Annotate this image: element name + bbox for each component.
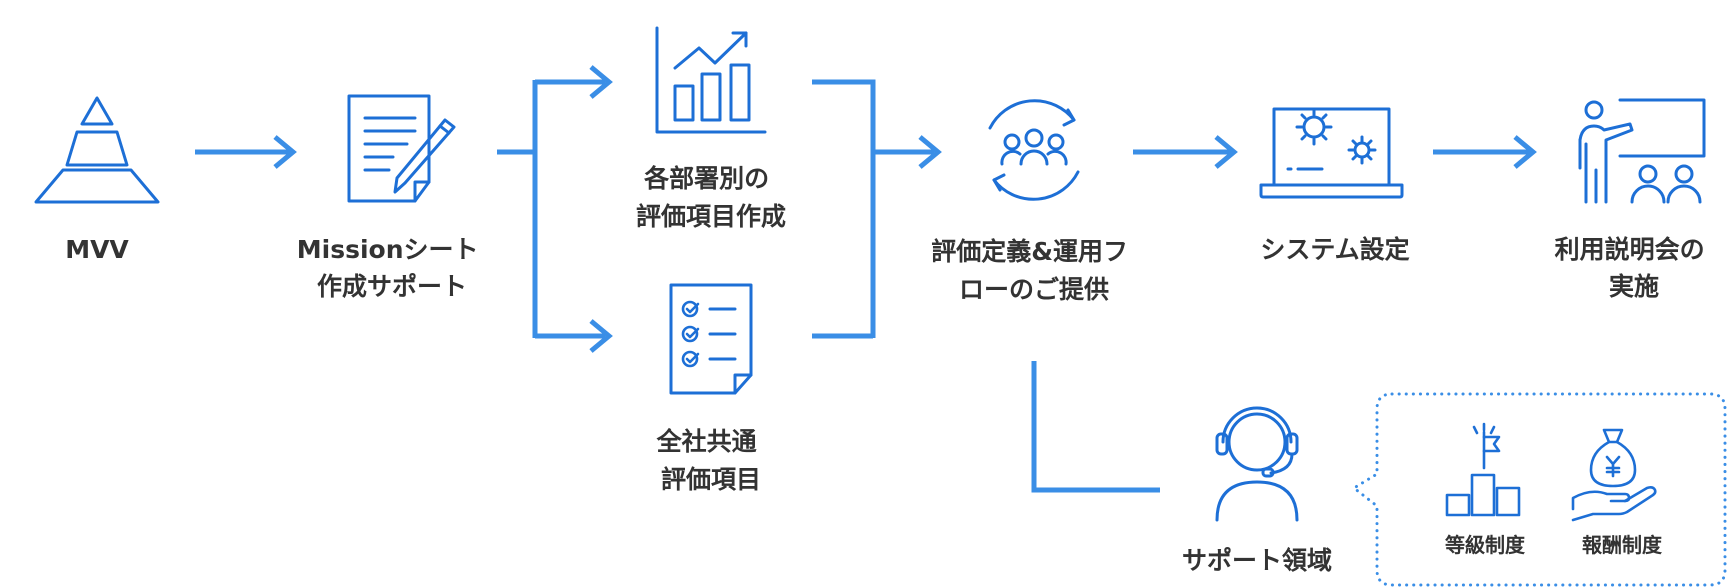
- node-label-support: サポート領域: [1182, 546, 1332, 575]
- node-label-line: 利用説明会の: [1555, 235, 1705, 264]
- podium-flag-icon: [1445, 422, 1521, 517]
- node-label-system: システム設定: [1260, 235, 1409, 264]
- bar-chart-icon: [655, 26, 767, 134]
- node-label-line: システム設定: [1260, 235, 1409, 264]
- node-label-line: サポート領域: [1182, 546, 1332, 575]
- arrowhead-to-department: [589, 65, 613, 99]
- node-label-line: ローのご提供: [959, 275, 1109, 304]
- node-label-mvv: MVV: [65, 235, 129, 264]
- node-label-line: 実施: [1609, 272, 1659, 301]
- presentation-icon: [1578, 98, 1706, 204]
- laptop-gears-icon: [1259, 107, 1404, 199]
- node-label-line: MVV: [65, 235, 129, 264]
- headset-operator-icon: [1215, 406, 1299, 522]
- arrowhead-to-company: [589, 319, 613, 353]
- money-hand-icon: [1571, 428, 1657, 522]
- node-label-line: 作成サポート: [317, 272, 467, 301]
- node-labels: MVV Missionシート 作成サポート 各部署別の 評価項目作成 全社共通 …: [65, 164, 1714, 575]
- node-label-mission: Missionシート 作成サポート: [297, 235, 487, 301]
- connectors: [195, 65, 1537, 493]
- checklist-icon: [669, 283, 753, 395]
- node-label-line: Missionシート: [297, 235, 479, 264]
- node-label-line: 各部署別の: [643, 164, 769, 193]
- node-label-company: 全社共通 評価項目: [656, 427, 766, 494]
- node-label-line: 評価項目: [661, 465, 761, 494]
- document-pen-icon: [347, 94, 456, 203]
- link-flow-to-support: [1031, 361, 1160, 493]
- node-label-briefing: 利用説明会の 実施: [1555, 235, 1714, 301]
- merge-to-flow: [812, 79, 934, 339]
- branch-mission-split: [497, 79, 605, 339]
- pyramid-icon: [34, 96, 160, 204]
- arrow-system-to-briefing: [1433, 135, 1537, 169]
- arrowhead-to-flow: [918, 135, 942, 169]
- node-label-line: 評価項目作成: [636, 202, 786, 231]
- node-label-flow: 評価定義&運用フ ローのご提供: [931, 237, 1137, 304]
- support-items-box: [1351, 392, 1727, 587]
- team-cycle-icon: [988, 99, 1080, 201]
- arrow-mvv-to-mission: [195, 135, 297, 169]
- support-item-label-grade: 等級制度: [1445, 533, 1526, 557]
- support-item-label-pay: 報酬制度: [1582, 533, 1663, 557]
- node-label-department: 各部署別の 評価項目作成: [636, 164, 786, 231]
- node-label-line: 評価定義&運用フ: [931, 237, 1128, 266]
- arrow-flow-to-system: [1133, 135, 1238, 169]
- node-label-line: 全社共通: [656, 427, 757, 456]
